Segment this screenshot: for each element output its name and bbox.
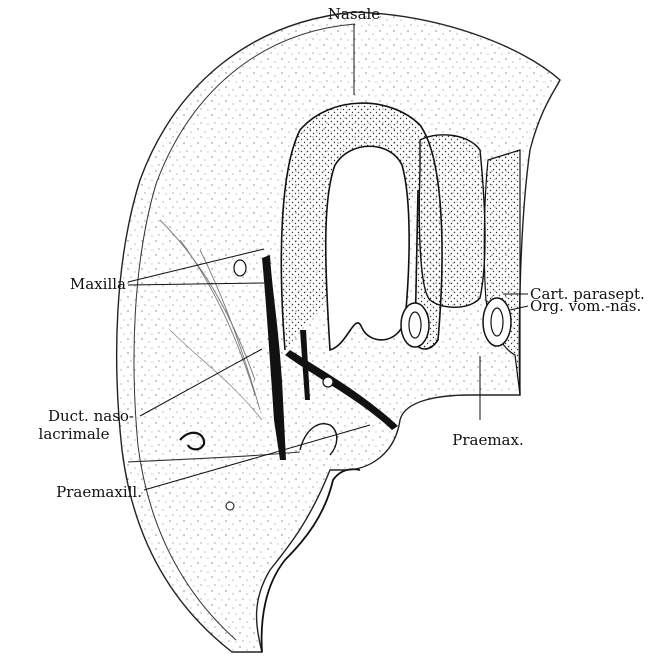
vomeronasal-organ-right — [483, 298, 511, 346]
label-praemax: Praemax. — [440, 432, 536, 449]
septum-cartilage — [419, 135, 485, 307]
label-praemaxill: Praemaxill. — [4, 484, 142, 501]
label-duct-line1: Duct. naso- — [4, 408, 134, 425]
foramen — [234, 260, 246, 276]
nasal-cavity — [326, 146, 409, 350]
label-maxilla: Maxilla — [22, 276, 126, 293]
label-duct-line2: lacrimale — [20, 426, 128, 443]
label-nasale: Nasale — [318, 6, 390, 23]
vomeronasal-organ-left — [401, 303, 429, 347]
label-org-vom-nas: Org. vom.-nas. — [530, 298, 641, 315]
